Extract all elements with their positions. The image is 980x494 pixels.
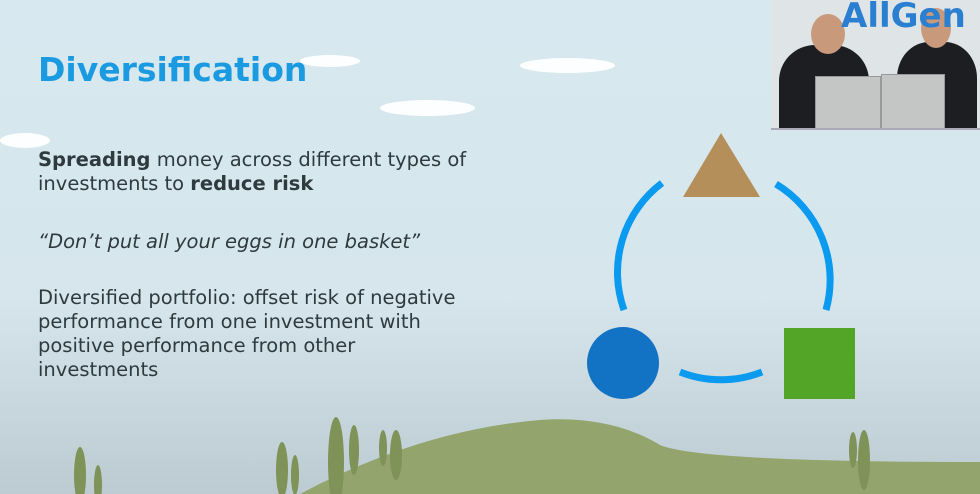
tree xyxy=(94,465,102,494)
definition-bold-start: Spreading xyxy=(38,148,151,171)
definition-text: Spreading money across different types o… xyxy=(38,148,478,196)
triangle-shape xyxy=(683,133,760,197)
tree xyxy=(349,425,359,475)
tree xyxy=(276,442,288,494)
tree xyxy=(849,432,857,468)
cycle-arcs xyxy=(614,180,834,384)
arc-bottom xyxy=(678,368,764,384)
portfolio-text: Diversified portfolio: offset risk of ne… xyxy=(38,286,456,381)
tree xyxy=(858,430,870,490)
tree xyxy=(328,417,344,494)
slide-title: Diversification xyxy=(38,50,308,89)
cloud xyxy=(300,55,360,67)
quote-text: “Don’t put all your eggs in one basket” xyxy=(38,230,421,253)
tree xyxy=(291,455,299,494)
arc-left xyxy=(614,180,665,312)
laptop xyxy=(881,74,945,128)
presenter-head xyxy=(811,14,845,54)
tree xyxy=(390,430,402,480)
hill xyxy=(300,419,980,494)
arc-right xyxy=(774,181,834,311)
cloud xyxy=(0,133,50,148)
tree xyxy=(379,430,387,466)
logo: AllGen xyxy=(841,0,966,36)
definition-bold-end: reduce risk xyxy=(190,172,314,195)
square-shape xyxy=(784,328,855,399)
presenter-head xyxy=(921,8,951,48)
trees xyxy=(74,417,870,494)
webcam-inset: AllGen xyxy=(771,0,980,130)
cloud xyxy=(520,58,615,73)
circle-shape xyxy=(587,327,659,399)
laptop xyxy=(815,76,881,128)
definition-middle: money across different types of investme… xyxy=(38,148,467,195)
tree xyxy=(74,447,86,494)
cloud xyxy=(380,100,475,116)
